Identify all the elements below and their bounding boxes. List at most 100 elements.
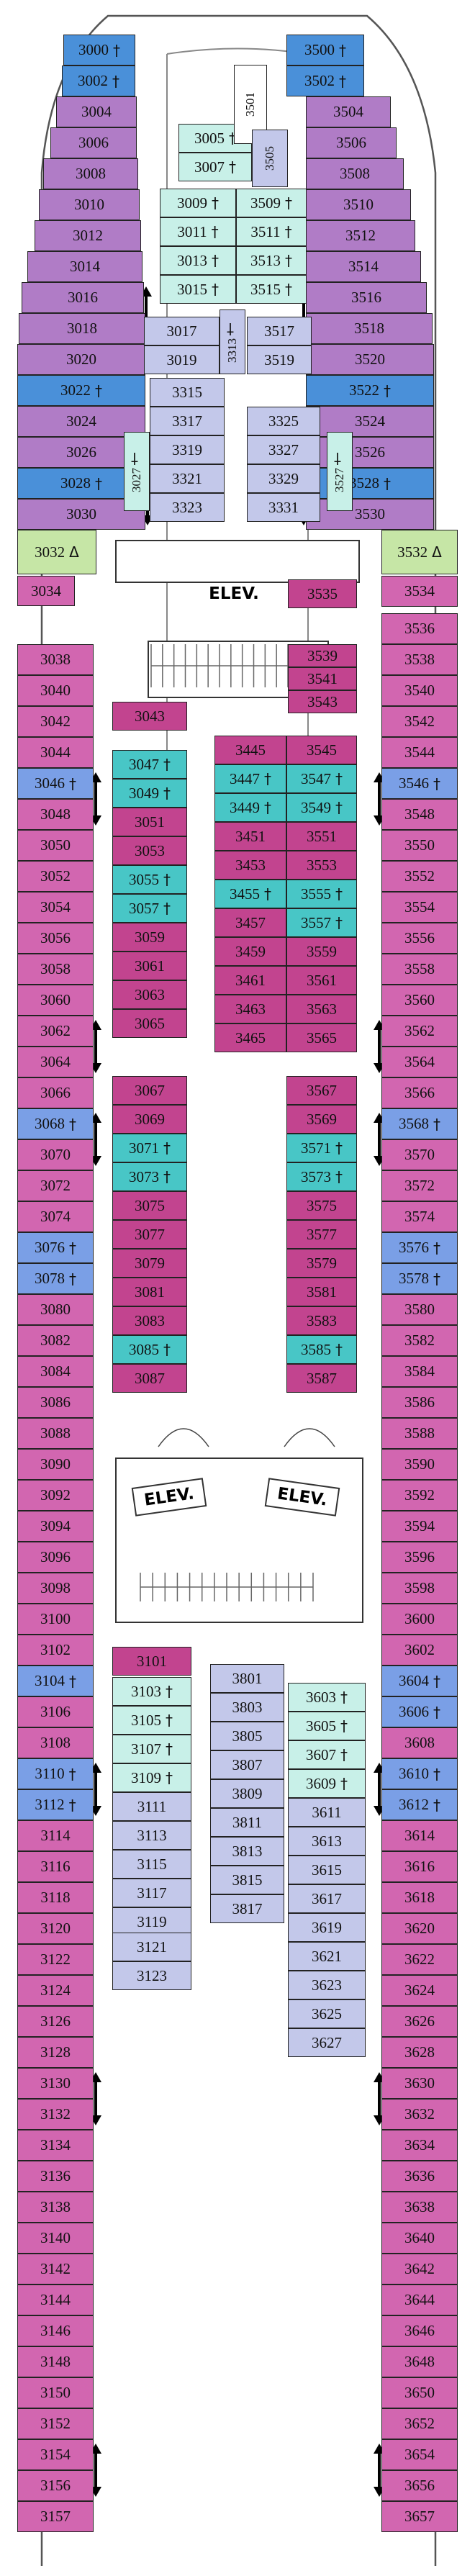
cabin-3505[interactable]: 3505	[252, 130, 288, 187]
cabin-3107[interactable]: 3107†	[112, 1735, 191, 1763]
cabin-3090[interactable]: 3090	[17, 1449, 94, 1480]
cabin-3054[interactable]: 3054	[17, 892, 94, 923]
cabin-3634[interactable]: 3634	[381, 2130, 458, 2161]
cabin-3110[interactable]: 3110†	[17, 1758, 94, 1789]
cabin-3559[interactable]: 3559	[286, 937, 357, 966]
cabin-3079[interactable]: 3079	[112, 1249, 187, 1278]
cabin-3076[interactable]: 3076†	[17, 1232, 94, 1263]
cabin-3566[interactable]: 3566	[381, 1077, 458, 1108]
cabin-3447[interactable]: 3447†	[214, 764, 286, 793]
cabin-3556[interactable]: 3556	[381, 923, 458, 954]
cabin-3465[interactable]: 3465	[214, 1023, 286, 1052]
cabin-3085[interactable]: 3085†	[112, 1335, 187, 1364]
cabin-3130[interactable]: 3130	[17, 2068, 94, 2099]
cabin-3541[interactable]: 3541	[288, 667, 357, 690]
cabin-3323[interactable]: 3323	[150, 493, 225, 522]
cabin-3548[interactable]: 3548	[381, 799, 458, 830]
cabin-3117[interactable]: 3117	[112, 1879, 191, 1907]
cabin-3154[interactable]: 3154	[17, 2439, 94, 2470]
cabin-3512[interactable]: 3512	[306, 220, 415, 251]
cabin-3451[interactable]: 3451	[214, 822, 286, 851]
cabin-3572[interactable]: 3572	[381, 1170, 458, 1201]
cabin-3528[interactable]: 3528†	[306, 468, 434, 499]
cabin-3592[interactable]: 3592	[381, 1480, 458, 1511]
cabin-3136[interactable]: 3136	[17, 2161, 94, 2192]
cabin-3459[interactable]: 3459	[214, 937, 286, 966]
cabin-3551[interactable]: 3551	[286, 822, 357, 851]
cabin-3546[interactable]: 3546†	[381, 768, 458, 799]
cabin-3321[interactable]: 3321	[150, 464, 225, 493]
cabin-3071[interactable]: 3071†	[112, 1134, 187, 1162]
cabin-3325[interactable]: 3325	[247, 407, 320, 435]
cabin-3463[interactable]: 3463	[214, 995, 286, 1023]
cabin-3563[interactable]: 3563	[286, 995, 357, 1023]
cabin-3640[interactable]: 3640	[381, 2223, 458, 2254]
cabin-3553[interactable]: 3553	[286, 851, 357, 880]
cabin-3070[interactable]: 3070	[17, 1139, 94, 1170]
cabin-3815[interactable]: 3815	[210, 1866, 284, 1894]
cabin-3552[interactable]: 3552	[381, 861, 458, 892]
cabin-3098[interactable]: 3098	[17, 1573, 94, 1604]
cabin-3632[interactable]: 3632	[381, 2099, 458, 2130]
cabin-3624[interactable]: 3624	[381, 1975, 458, 2006]
cabin-3329[interactable]: 3329	[247, 464, 320, 493]
cabin-3013[interactable]: 3013†	[160, 246, 236, 275]
cabin-3317[interactable]: 3317	[150, 407, 225, 435]
cabin-3581[interactable]: 3581	[286, 1278, 357, 1306]
cabin-3157[interactable]: 3157	[17, 2501, 94, 2532]
cabin-3065[interactable]: 3065	[112, 1009, 187, 1038]
cabin-3072[interactable]: 3072	[17, 1170, 94, 1201]
cabin-3044[interactable]: 3044	[17, 737, 94, 768]
cabin-3626[interactable]: 3626	[381, 2006, 458, 2037]
cabin-3069[interactable]: 3069	[112, 1105, 187, 1134]
cabin-3074[interactable]: 3074	[17, 1201, 94, 1232]
cabin-3579[interactable]: 3579	[286, 1249, 357, 1278]
cabin-3007[interactable]: 3007†	[178, 153, 252, 181]
cabin-3516[interactable]: 3516	[306, 282, 427, 313]
cabin-3638[interactable]: 3638	[381, 2192, 458, 2223]
cabin-3142[interactable]: 3142	[17, 2254, 94, 2284]
cabin-3078[interactable]: 3078†	[17, 1263, 94, 1294]
cabin-3544[interactable]: 3544	[381, 737, 458, 768]
cabin-3058[interactable]: 3058	[17, 954, 94, 985]
cabin-3123[interactable]: 3123	[112, 1961, 191, 1990]
cabin-3449[interactable]: 3449†	[214, 793, 286, 822]
cabin-3604[interactable]: 3604†	[381, 1666, 458, 1696]
cabin-3520[interactable]: 3520	[306, 344, 434, 375]
cabin-3103[interactable]: 3103†	[112, 1677, 191, 1706]
cabin-3527[interactable]: 3527†	[327, 432, 353, 511]
cabin-3618[interactable]: 3618	[381, 1882, 458, 1913]
cabin-3313[interactable]: 3313†	[220, 309, 245, 374]
cabin-3048[interactable]: 3048	[17, 799, 94, 830]
cabin-3610[interactable]: 3610†	[381, 1758, 458, 1789]
cabin-3022[interactable]: 3022†	[17, 375, 145, 406]
cabin-3088[interactable]: 3088	[17, 1418, 94, 1449]
cabin-3104[interactable]: 3104†	[17, 1666, 94, 1696]
cabin-3119[interactable]: 3119	[112, 1907, 191, 1936]
cabin-3576[interactable]: 3576†	[381, 1232, 458, 1263]
cabin-3526[interactable]: 3526	[306, 437, 434, 468]
cabin-3515[interactable]: 3515†	[236, 275, 307, 304]
cabin-3138[interactable]: 3138	[17, 2192, 94, 2223]
cabin-3111[interactable]: 3111	[112, 1792, 191, 1821]
cabin-3094[interactable]: 3094	[17, 1511, 94, 1542]
cabin-3617[interactable]: 3617	[288, 1884, 366, 1913]
cabin-3092[interactable]: 3092	[17, 1480, 94, 1511]
cabin-3574[interactable]: 3574	[381, 1201, 458, 1232]
cabin-3809[interactable]: 3809	[210, 1779, 284, 1808]
cabin-3020[interactable]: 3020	[17, 344, 145, 375]
cabin-3140[interactable]: 3140	[17, 2223, 94, 2254]
cabin-3152[interactable]: 3152	[17, 2408, 94, 2439]
cabin-3034[interactable]: 3034	[17, 576, 75, 606]
cabin-3654[interactable]: 3654	[381, 2439, 458, 2470]
cabin-3583[interactable]: 3583	[286, 1306, 357, 1335]
cabin-3550[interactable]: 3550	[381, 830, 458, 861]
cabin-3555[interactable]: 3555†	[286, 880, 357, 908]
cabin-3042[interactable]: 3042	[17, 706, 94, 737]
cabin-3000[interactable]: 3000†	[63, 35, 135, 65]
cabin-3565[interactable]: 3565	[286, 1023, 357, 1052]
cabin-3504[interactable]: 3504	[306, 96, 391, 127]
cabin-3083[interactable]: 3083	[112, 1306, 187, 1335]
cabin-3461[interactable]: 3461	[214, 966, 286, 995]
cabin-3535[interactable]: 3535	[288, 579, 357, 608]
